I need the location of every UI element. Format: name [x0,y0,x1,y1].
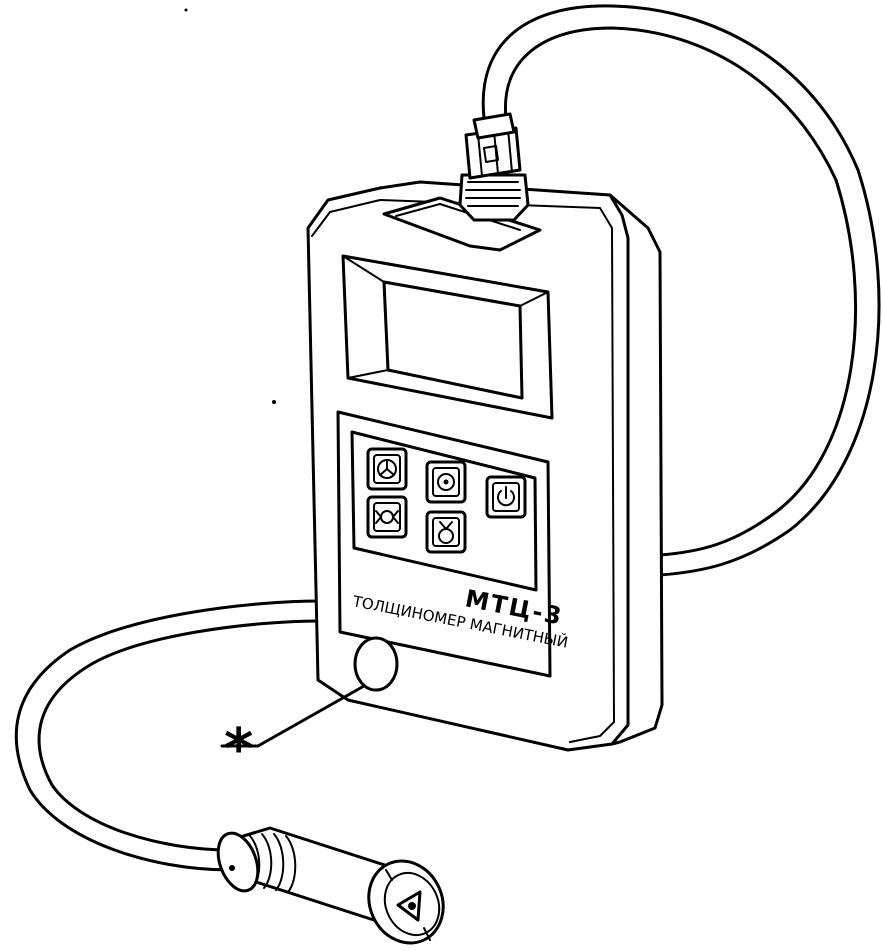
button-power[interactable] [485,475,527,519]
callout-marker: * [224,717,253,782]
cable-right [481,4,881,577]
cable-left [14,599,324,872]
probe [216,826,445,945]
top-connector [458,112,530,222]
button-calibrate-down[interactable] [425,510,467,554]
display [341,254,554,420]
button-mode[interactable] [366,495,408,539]
button-calibrate-up[interactable] [366,447,408,491]
button-zero[interactable] [425,460,467,504]
probe-socket [353,636,399,692]
callout-leader [220,684,366,748]
